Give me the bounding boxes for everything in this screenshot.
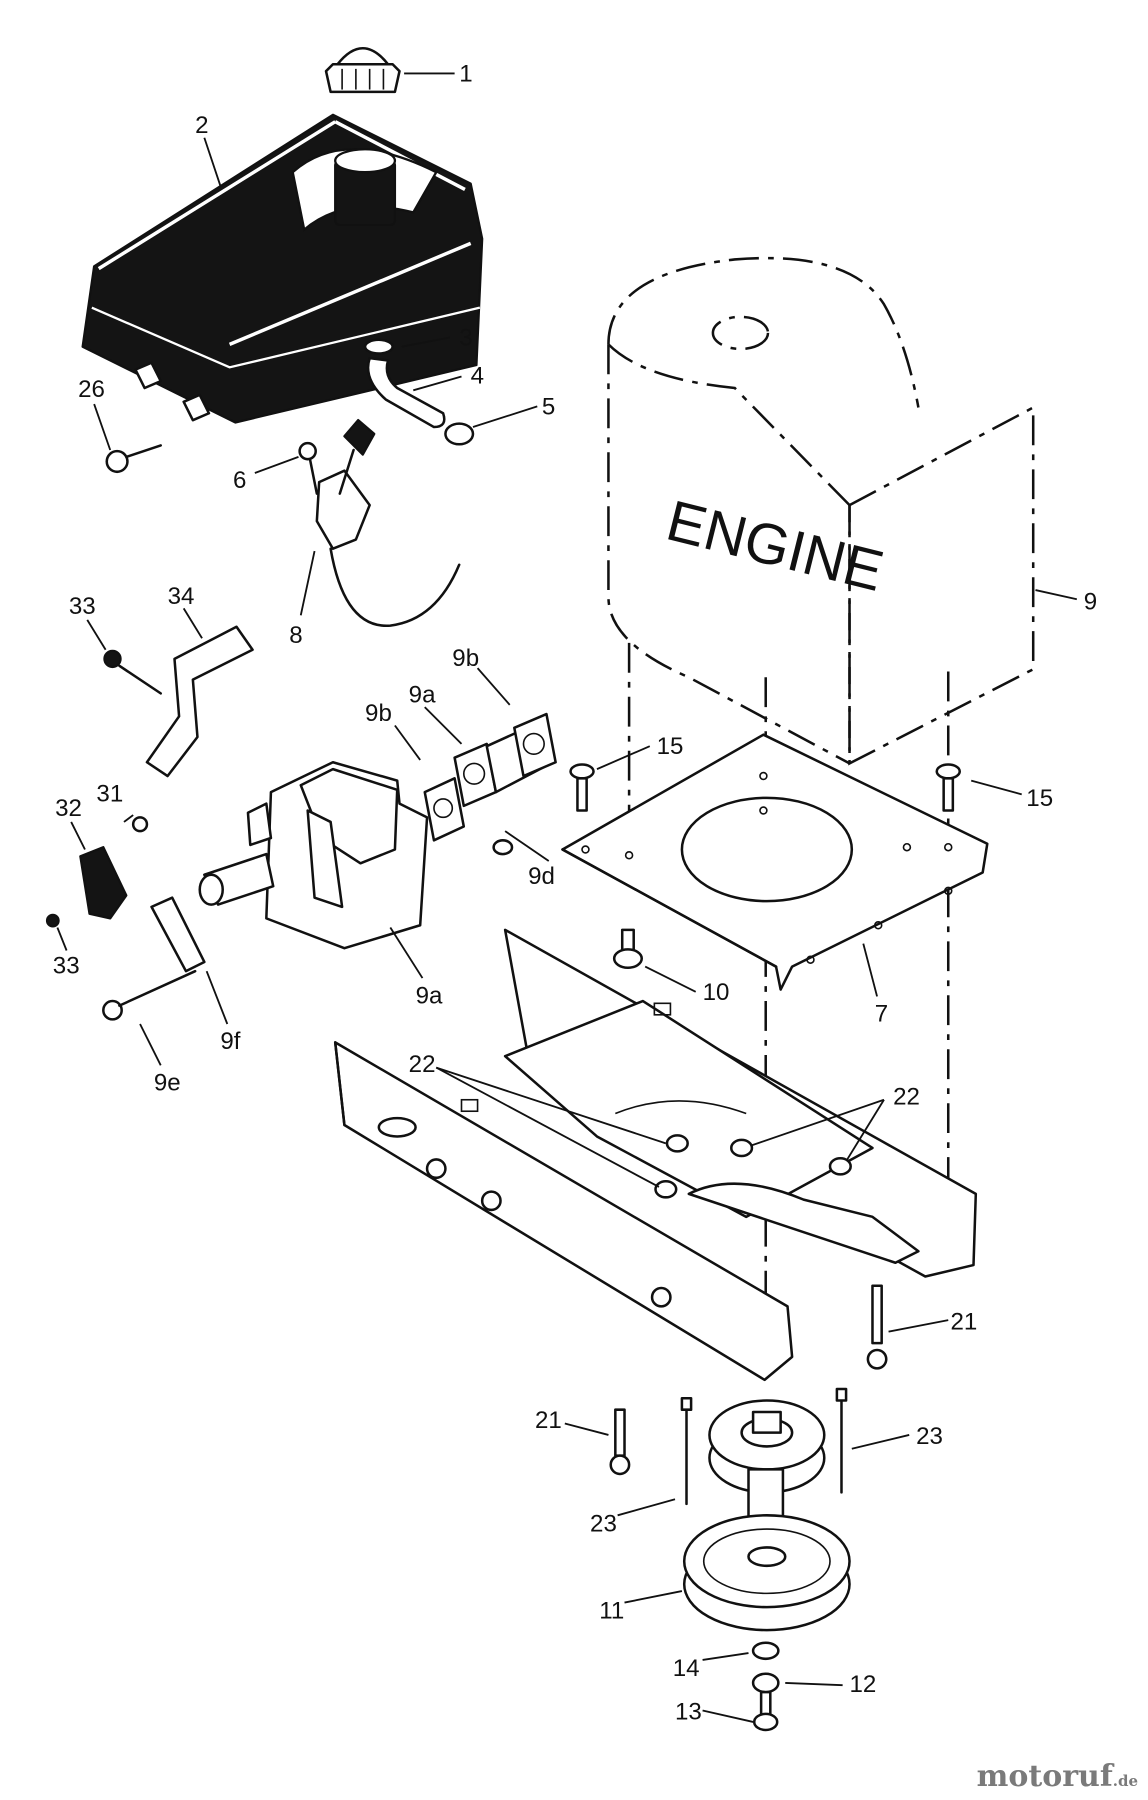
pulley-lower-11 <box>682 1514 851 1632</box>
isolator-10 <box>612 928 643 969</box>
callout-2: 2 <box>195 112 208 139</box>
callout-22-right: 22 <box>893 1083 920 1110</box>
callout-9b-top: 9b <box>452 645 479 672</box>
callout-23-left: 23 <box>590 1510 617 1537</box>
screw-33-bottom <box>45 913 60 928</box>
callout-7: 7 <box>875 1001 888 1028</box>
bolts-21 <box>609 1284 888 1476</box>
hose-assembly <box>363 338 475 446</box>
callout-15-right: 15 <box>1026 785 1053 812</box>
throttle-control <box>298 419 461 627</box>
exhaust-gaskets <box>423 712 557 856</box>
bolt-15-left <box>569 763 595 812</box>
watermark-name: motoruf <box>976 1759 1113 1794</box>
callout-22-left: 22 <box>409 1051 436 1078</box>
washer-14 <box>751 1641 780 1661</box>
callout-11: 11 <box>599 1598 624 1625</box>
mount-plate <box>561 733 989 991</box>
callout-26: 26 <box>78 376 105 403</box>
pulley-upper <box>708 1399 826 1494</box>
callout-34: 34 <box>168 583 195 610</box>
callout-9d: 9d <box>528 863 555 890</box>
callout-9a-top: 9a <box>409 682 436 709</box>
watermark-logo: motoruf.de <box>977 1759 1138 1794</box>
engine-label: ENGINE <box>661 489 890 604</box>
callout-labels: 1 2 3 4 5 26 6 8 9 33 34 9b 9a 9b 15 15 … <box>53 61 1097 1726</box>
callout-14: 14 <box>673 1655 700 1682</box>
callout-3: 3 <box>459 325 472 352</box>
callout-31: 31 <box>96 780 123 807</box>
nuts-22 <box>654 1134 852 1199</box>
callout-21-left: 21 <box>535 1407 562 1434</box>
callout-8: 8 <box>289 622 302 649</box>
callout-9: 9 <box>1084 589 1097 616</box>
screw-33-top <box>103 649 162 695</box>
callout-5: 5 <box>542 393 555 420</box>
bolt-13 <box>752 1690 779 1732</box>
nut-12 <box>751 1672 780 1694</box>
callout-9b-left: 9b <box>365 700 392 727</box>
fuel-cap <box>324 47 401 94</box>
callout-15-left: 15 <box>657 733 684 760</box>
watermark-tld: .de <box>1112 1772 1138 1790</box>
screw-31 <box>131 816 149 833</box>
callout-12: 12 <box>850 1671 877 1698</box>
chassis-frame <box>333 928 978 1382</box>
bracket-9f <box>150 896 206 973</box>
studs-23 <box>680 1387 848 1506</box>
bolt-9e <box>102 969 197 1021</box>
callout-9f: 9f <box>220 1028 240 1055</box>
callout-33-bottom: 33 <box>53 952 80 979</box>
callout-10: 10 <box>703 979 730 1006</box>
callout-6: 6 <box>233 467 246 494</box>
callout-23-right: 23 <box>916 1423 943 1450</box>
callout-13: 13 <box>675 1699 702 1726</box>
callout-21-right: 21 <box>951 1308 978 1335</box>
callout-1: 1 <box>459 61 472 88</box>
callout-4: 4 <box>471 362 484 389</box>
bolt-15-right <box>935 763 961 812</box>
screw-26 <box>105 444 162 474</box>
heat-shield-34 <box>145 625 254 778</box>
fuel-tank <box>81 113 484 424</box>
callout-9a-bottom: 9a <box>416 982 443 1009</box>
muffler <box>198 760 429 950</box>
bracket-32 <box>79 846 128 920</box>
callout-33-top: 33 <box>69 593 96 620</box>
callout-32: 32 <box>55 795 82 822</box>
callout-9e: 9e <box>154 1070 181 1097</box>
leader-lines <box>56 72 1078 1723</box>
